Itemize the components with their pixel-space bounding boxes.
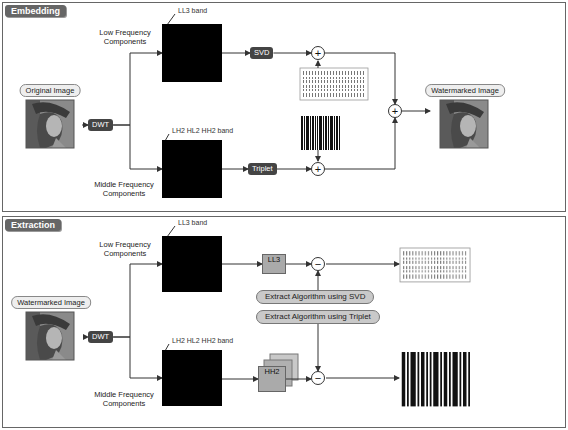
image-label-text: Watermarked Image <box>425 84 505 97</box>
frequency-label: Middle Frequency Components <box>92 390 156 408</box>
band-callout: LL3 band <box>178 219 207 227</box>
subband-square: LH2 HL2 HH2 bandMiddle Frequency Compone… <box>162 350 222 406</box>
input-arrow <box>318 150 319 161</box>
band-callout: LH2 HL2 HH2 band <box>172 337 233 345</box>
watermark-image <box>300 68 368 100</box>
connector-arrow <box>325 118 395 169</box>
image-label-text: Watermarked Image <box>11 296 91 309</box>
diagram-panel: ExtractionWatermarked ImageDWTLL3 bandLo… <box>2 216 566 428</box>
node-text: Extract Algorithm using SVD <box>265 292 365 302</box>
output-arrow <box>326 378 399 379</box>
band-callout: LL3 band <box>178 7 207 15</box>
node-text: SVD <box>254 48 269 58</box>
subband-square: LL3 bandLow Frequency Components <box>162 236 222 292</box>
process-box: SVD <box>250 47 273 59</box>
barcode-image <box>400 352 470 406</box>
connector-arrow <box>222 169 248 170</box>
node-text: − <box>312 372 324 384</box>
operator-circle: + <box>388 104 402 118</box>
node-text: LL3 <box>263 255 285 264</box>
band-callout: LH2 HL2 HH2 band <box>172 127 233 135</box>
lena-image <box>26 100 74 148</box>
image-label: Original Image <box>18 84 82 164</box>
connector-arrow <box>286 264 311 265</box>
node-text: − <box>312 258 324 270</box>
process-box: DWT <box>88 331 113 343</box>
subband-square: LH2 HL2 HH2 bandMiddle Frequency Compone… <box>162 140 222 198</box>
operator-circle: + <box>311 162 325 176</box>
operator-circle: + <box>311 46 325 60</box>
connector-arrow <box>113 337 162 378</box>
connector-arrow <box>325 53 395 104</box>
algorithm-pill: Extract Algorithm using SVD <box>256 290 374 304</box>
connector-arrow <box>286 379 311 380</box>
operator-circle: − <box>311 257 325 271</box>
frequency-label: Middle Frequency Components <box>92 180 156 198</box>
process-box: DWT <box>88 119 113 131</box>
connector-arrow <box>222 53 250 54</box>
node-text: DWT <box>92 332 109 342</box>
connector-arrow <box>402 111 430 112</box>
subband-box: HH2 <box>258 366 286 392</box>
input-arrow <box>318 61 319 68</box>
node-text: + <box>312 47 324 59</box>
connector-arrow <box>277 169 311 170</box>
image-label: Watermarked Image <box>14 296 88 376</box>
lena-image <box>26 312 74 360</box>
node-text: Triplet <box>252 164 273 174</box>
node-text: HH2 <box>259 367 285 376</box>
node-text: + <box>312 163 324 175</box>
image-label: Watermarked Image <box>430 84 500 154</box>
image-label-text: Original Image <box>20 84 81 97</box>
connector-arrow <box>113 53 162 125</box>
connector-arrow <box>318 324 319 371</box>
panel-title: Embedding <box>5 5 66 17</box>
connector-arrow <box>318 271 319 290</box>
process-box: Triplet <box>248 163 277 175</box>
operator-circle: − <box>311 371 325 385</box>
watermark-image <box>400 248 470 282</box>
barcode-image <box>300 116 340 150</box>
connector-arrow <box>113 125 162 169</box>
subband-square: LL3 bandLow Frequency Components <box>162 24 222 82</box>
diagram-panel: EmbeddingOriginal ImageDWTLL3 bandLow Fr… <box>2 2 566 212</box>
frequency-label: Low Frequency Components <box>94 28 156 46</box>
output-arrow <box>326 264 399 265</box>
node-text: DWT <box>92 120 109 130</box>
node-text: Extract Algorithm using Triplet <box>265 312 371 322</box>
connector-arrow <box>113 264 162 337</box>
panel-title: Extraction <box>5 219 61 231</box>
lena-image <box>440 100 488 148</box>
connector-arrow <box>222 264 262 265</box>
subband-box: LL3 <box>262 254 286 274</box>
connector-arrow <box>273 53 311 54</box>
frequency-label: Low Frequency Components <box>94 240 156 258</box>
node-text: + <box>389 105 401 117</box>
algorithm-pill: Extract Algorithm using Triplet <box>256 310 380 324</box>
connector-arrow <box>222 379 258 380</box>
